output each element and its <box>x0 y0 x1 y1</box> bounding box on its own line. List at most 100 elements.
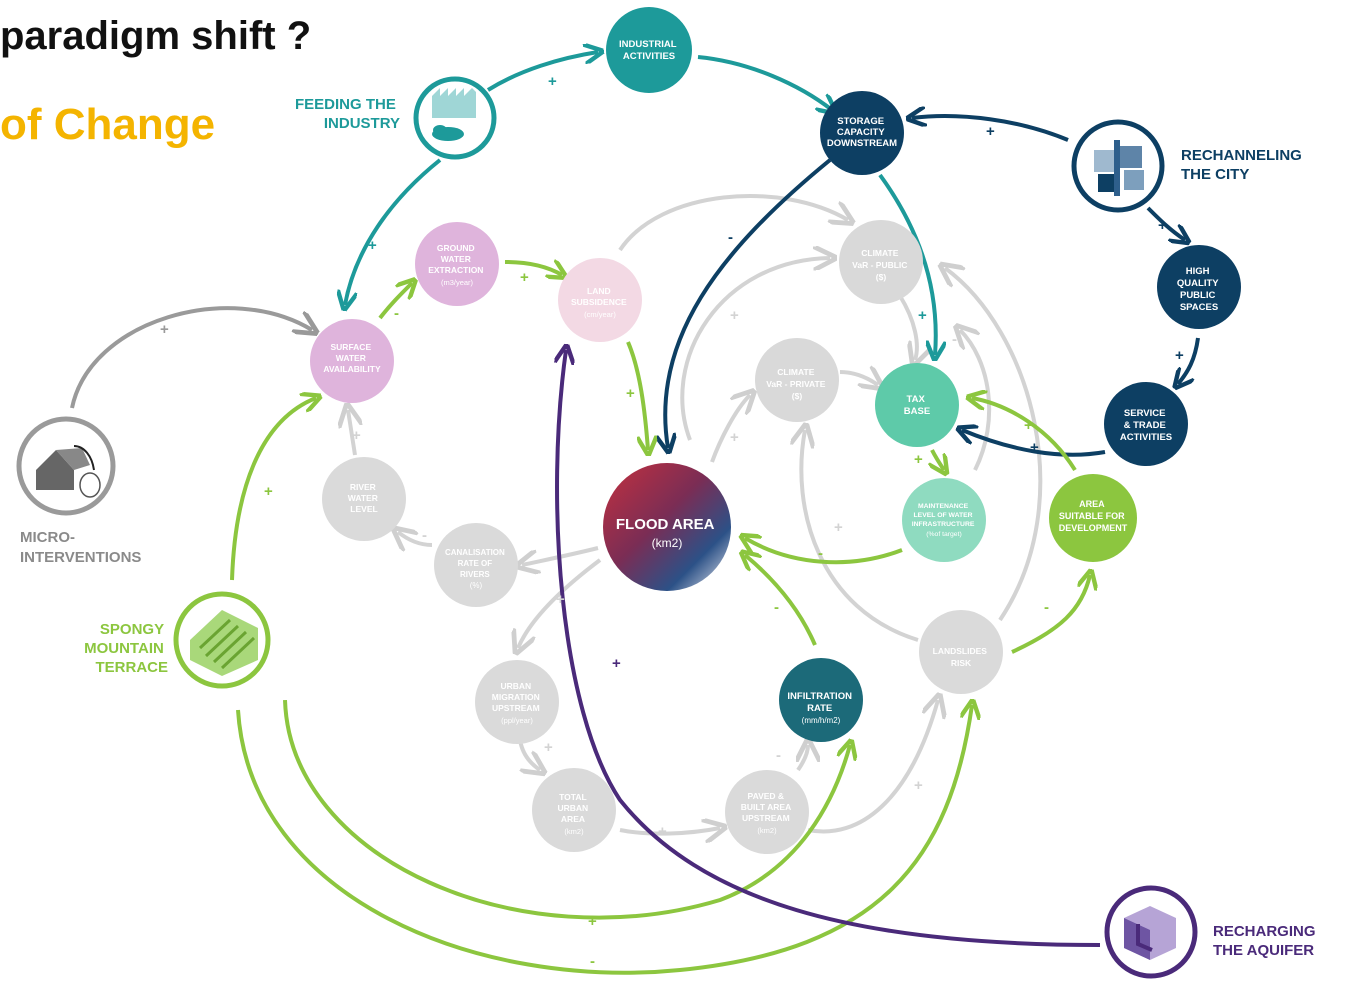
svg-text:MAINTENANCE LEVEL OF WAT: MAINTENANCE LEVEL OF WATER INFRASTRUCTUR… <box>912 503 977 538</box>
link-flood-migration <box>518 558 602 648</box>
sign-landslides-area: - <box>1044 599 1049 616</box>
sign-recharging: + <box>612 655 621 672</box>
link-service-tax <box>962 430 1106 457</box>
svg-text:LANDSLIDES RISK: LANDSLIDES RISK <box>933 646 990 668</box>
link-feeding-surface <box>345 158 442 305</box>
link-subsidence-flood <box>626 341 648 450</box>
sign-surface-ground: - <box>394 305 399 322</box>
sign-micro-surface: + <box>160 321 169 338</box>
sign-grey-6: + <box>556 591 565 608</box>
sign-service-tax: + <box>1030 439 1039 456</box>
sign-grey-11: - <box>952 331 957 348</box>
link-rechanneling-storage <box>912 116 1069 142</box>
sign-feeding-surface: + <box>368 237 377 254</box>
teal-links <box>345 52 936 355</box>
sign-spongy-surface: + <box>264 483 273 500</box>
link-subsidence-climate-public <box>618 194 848 252</box>
page-title: paradigm shift ? <box>0 14 312 58</box>
intervention-spongy-mountain-terrace <box>173 591 271 689</box>
grey-links <box>348 194 1043 834</box>
node-total-urban-area: TOTAL URBAN AREA (km2) <box>532 768 616 852</box>
sign-rechanneling-storage: + <box>986 123 995 140</box>
link-landslides-climate-private <box>801 430 919 642</box>
svg-text:URBAN MIGRATION UP: URBAN MIGRATION UPSTREAM (ppl/year) <box>492 681 542 725</box>
feeding-label: FEEDING THE INDUSTRY <box>295 96 400 132</box>
svg-text:CLIMATE VaR - PUBLIC: CLIMATE VaR - PUBLIC ($) <box>852 248 910 282</box>
link-feeding-industrial <box>486 52 598 92</box>
aquifer-cube-icon <box>1124 906 1176 960</box>
intervention-micro-interventions <box>16 416 116 516</box>
svg-text:GROUND WATER EXTRA: GROUND WATER EXTRACTION (m3/year) <box>428 243 486 287</box>
link-recharging-subsidence <box>557 350 1101 947</box>
link-industrial-storage <box>697 55 832 110</box>
node-maintenance-level: MAINTENANCE LEVEL OF WATER INFRASTRUCTUR… <box>902 478 986 562</box>
sign-grey-9: - <box>776 747 781 764</box>
link-landslides-area <box>1011 575 1090 654</box>
link-climate-public-tax <box>898 294 917 360</box>
link-river-surface <box>348 410 355 456</box>
node-land-subsidence: LAND SUBSIDENCE (cm/year) <box>558 258 642 342</box>
city-blocks-icon <box>1094 140 1144 196</box>
recharging-label: RECHARGING THE AQUIFER <box>1213 923 1320 959</box>
sign-spongy-landslides: - <box>590 953 595 970</box>
node-flood-area: FLOOD AREA (km2) <box>603 463 731 591</box>
intervention-recharging-the-aquifer <box>1104 885 1198 979</box>
node-area-suitable-development: AREA SUITABLE FOR DEVELOPMENT <box>1049 474 1137 562</box>
svg-text:TOTAL URBAN AREA: TOTAL URBAN AREA (km2) <box>557 792 590 836</box>
intervention-feeding-the-industry <box>413 76 497 160</box>
sign-grey-5: - <box>422 527 427 544</box>
page-subtitle: of Change <box>0 100 216 149</box>
sign-grey-8: + <box>658 823 667 840</box>
link-tax-maintenance <box>932 449 944 470</box>
link-micro-surface <box>70 306 312 409</box>
node-canalisation-rate: CANALISATION RATE OF RIVERS (%) <box>434 523 518 607</box>
spongy-label: SPONGY MOUNTAIN TERRACE <box>84 621 168 676</box>
sign-grey-1: + <box>730 307 739 324</box>
sign-maint-flood: - <box>818 545 823 562</box>
node-climate-var-private: CLIMATE VaR - PRIVATE ($) <box>755 338 839 422</box>
sign-grey-4: + <box>352 427 361 444</box>
link-infiltration-flood <box>745 555 817 646</box>
node-industrial-activities: INDUSTRIAL ACTIVITIES <box>606 7 692 93</box>
sign-grey-3: + <box>834 519 843 536</box>
link-hq-service <box>1178 337 1200 384</box>
sign-storage-flood: - <box>728 229 733 246</box>
sign-feeding-industrial: + <box>548 73 557 90</box>
svg-text:SERVICE & TRADE AC: SERVICE & TRADE ACTIVITIES <box>1120 408 1172 443</box>
green-links <box>230 262 1090 975</box>
navy-links <box>665 116 1200 457</box>
svg-text:CLIMATE VaR - PRIVATE: CLIMATE VaR - PRIVATE ($) <box>766 367 828 401</box>
rechanneling-label: RECHANNELING THE CITY <box>1181 147 1306 183</box>
link-rechanneling-hq <box>1146 206 1185 240</box>
link-storage-flood <box>665 158 832 448</box>
link-surface-ground <box>378 283 412 320</box>
node-ground-water-extraction: GROUND WATER EXTRACTION (m3/year) <box>415 222 499 306</box>
sign-area-tax: + <box>1024 417 1033 434</box>
link-paved-infiltration <box>798 745 808 772</box>
sign-storage-tax: + <box>918 307 927 324</box>
node-paved-built-area: PAVED & BUILT AREA UPSTREAM (km2) <box>725 770 809 854</box>
sign-grey-2: + <box>730 429 739 446</box>
link-flood-climate-public <box>680 258 830 441</box>
svg-text:TAX BASE: TAX BASE <box>904 394 930 417</box>
svg-text:AREA SUITABLE FOR: AREA SUITABLE FOR DEVELOPMENT <box>1059 499 1128 533</box>
node-high-quality-public-spaces: HIGH QUALITY PUBLIC SPACES <box>1157 245 1241 329</box>
link-spongy-infiltration <box>283 699 850 920</box>
sign-tax-maint: + <box>914 451 923 468</box>
link-paved-landslides <box>807 700 938 834</box>
node-landslides-risk: LANDSLIDES RISK <box>919 610 1003 694</box>
svg-text:PAVED & BUILT AREA: PAVED & BUILT AREA UPSTREAM (km2) <box>741 791 794 835</box>
sign-subsidence-flood: + <box>626 385 635 402</box>
svg-text:INFILTRATION RATE: INFILTRATION RATE (mm/h/m2) <box>787 691 854 725</box>
link-spongy-landslides <box>236 705 972 975</box>
link-storage-tax <box>878 173 936 355</box>
polarity-signs: + + + - + + + + + + - + + + + - - - + - … <box>160 73 1184 970</box>
link-migration-total <box>518 739 540 770</box>
link-canal-river <box>398 532 433 545</box>
node-climate-var-public: CLIMATE VaR - PUBLIC ($) <box>839 220 923 304</box>
node-urban-migration-upstream: URBAN MIGRATION UPSTREAM (ppl/year) <box>475 660 559 744</box>
terrace-icon <box>190 610 258 676</box>
svg-text:STORAGE CAPACITY D: STORAGE CAPACITY DOWNSTREAM <box>827 116 897 149</box>
svg-text:RIVER WATER LEVEL: RIVER WATER LEVEL <box>348 482 380 514</box>
